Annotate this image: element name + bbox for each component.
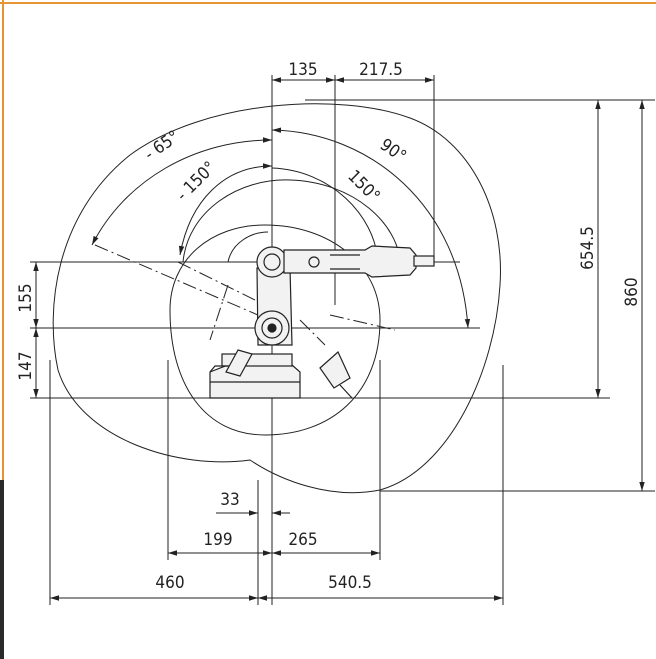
angle-outer-right: 90°	[376, 135, 410, 167]
dim-bottom-right-inner: 265	[288, 530, 317, 550]
dimension-labels: 135 217.5 654.5 860 155 147 33 199 265 4…	[16, 60, 642, 593]
dim-bottom-offset: 33	[220, 490, 239, 510]
arc-minus-65	[91, 137, 273, 246]
arc-minus-150	[178, 163, 273, 256]
angle-inner-left: - 150°	[173, 158, 221, 206]
dim-right-inner: 654.5	[578, 226, 598, 270]
dimension-lines	[33, 77, 645, 601]
dim-left-lower: 147	[16, 351, 36, 380]
outer-reach-boundary	[52, 103, 501, 494]
robot-arm	[209, 245, 435, 399]
robot-wrist	[413, 255, 435, 267]
angle-labels: - 65° - 150° 90° 150°	[141, 127, 410, 207]
dim-bottom-right-outer: 540.5	[328, 573, 372, 593]
robot-upper-arm	[283, 245, 417, 278]
robot-folded-tool	[319, 351, 351, 389]
dim-left-upper: 155	[16, 283, 36, 312]
angle-inner-right: 150°	[343, 166, 383, 206]
arc-plus-90	[271, 127, 471, 329]
angle-outer-left: - 65°	[141, 127, 183, 165]
dim-top-offset: 135	[288, 60, 317, 80]
dim-bottom-left-outer: 460	[155, 573, 184, 593]
dim-top-reach: 217.5	[359, 60, 403, 80]
reference-lines	[30, 75, 655, 605]
dim-right-outer: 860	[622, 277, 642, 306]
dim-bottom-left-inner: 199	[203, 530, 232, 550]
